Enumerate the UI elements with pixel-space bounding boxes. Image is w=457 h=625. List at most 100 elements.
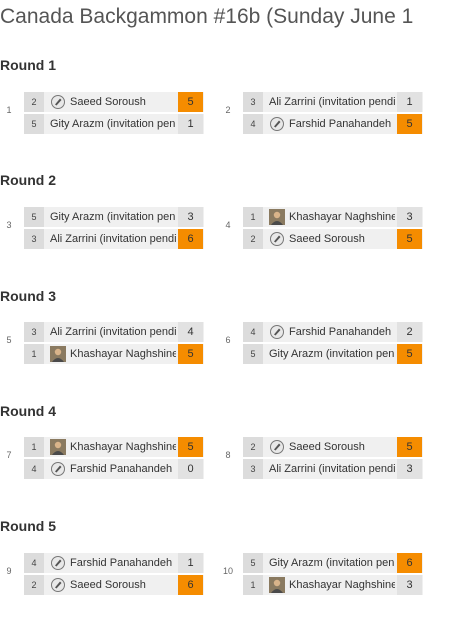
winner-score: 5: [397, 344, 422, 364]
backgammon-icon: [50, 461, 66, 477]
player-seed: 2: [24, 575, 44, 595]
backgammon-icon: [50, 577, 66, 593]
player-seed: 4: [24, 553, 44, 573]
player-name[interactable]: Farshid Panahandeh: [289, 326, 392, 338]
round-title: Round 5: [0, 518, 56, 534]
match-number: 3: [6, 220, 12, 230]
match-number: 2: [225, 105, 231, 115]
player-name[interactable]: Gity Arazm (invitation pen: [50, 211, 176, 223]
player-name[interactable]: Farshid Panahandeh: [289, 118, 392, 130]
player-name[interactable]: Gity Arazm (invitation pen: [269, 348, 395, 360]
player-name[interactable]: Ali Zarrini (invitation pendi: [50, 233, 176, 245]
backgammon-icon: [269, 324, 285, 340]
winner-score: 5: [178, 344, 203, 364]
player-name[interactable]: Gity Arazm (invitation pen: [50, 118, 176, 130]
winner-score: 5: [397, 437, 422, 457]
player-row[interactable]: 2 Saeed Soroush 5: [24, 92, 204, 112]
backgammon-icon: [269, 439, 285, 455]
user-photo-avatar: [269, 209, 285, 225]
winner-score: 5: [397, 229, 422, 249]
round-title: Round 4: [0, 403, 56, 419]
player-seed: 3: [24, 322, 44, 342]
player-seed: 3: [24, 229, 44, 249]
winner-score: 6: [178, 575, 203, 595]
player-seed: 1: [243, 207, 263, 227]
player-name[interactable]: Khashayar Naghshine: [289, 579, 395, 591]
player-name[interactable]: Saeed Soroush: [70, 579, 146, 591]
player-name[interactable]: Ali Zarrini (invitation pendi: [50, 326, 176, 338]
user-photo-avatar: [269, 577, 285, 593]
winner-score: 5: [178, 92, 203, 112]
backgammon-icon: [50, 555, 66, 571]
player-name[interactable]: Farshid Panahandeh: [70, 557, 173, 569]
winner-score: 5: [178, 437, 203, 457]
player-score: 1: [178, 553, 203, 573]
player-seed: 2: [243, 437, 263, 457]
match-number: 1: [6, 105, 12, 115]
player-name[interactable]: Khashayar Naghshine: [70, 441, 176, 453]
player-seed: 2: [24, 92, 44, 112]
player-row[interactable]: 4 Farshid Panahandeh 0: [24, 459, 204, 479]
player-row[interactable]: 4 Farshid Panahandeh 1: [24, 553, 204, 573]
player-seed: 4: [243, 322, 263, 342]
match-9[interactable]: 9 4 Farshid Panahandeh 1 2 Saeed Soroush 6: [0, 552, 204, 596]
match-number: 6: [225, 335, 231, 345]
player-name[interactable]: Saeed Soroush: [70, 96, 146, 108]
player-seed: 5: [243, 344, 263, 364]
player-seed: 5: [243, 553, 263, 573]
player-score: 3: [178, 207, 203, 227]
player-name[interactable]: Ali Zarrini (invitation pendi: [269, 96, 395, 108]
player-name[interactable]: Gity Arazm (invitation pen: [269, 557, 395, 569]
match-number: 10: [222, 566, 233, 576]
user-photo-avatar: [50, 439, 66, 455]
player-score: 3: [397, 207, 422, 227]
player-seed: 5: [24, 114, 44, 134]
backgammon-icon: [50, 94, 66, 110]
player-score: 3: [397, 459, 422, 479]
player-name[interactable]: Khashayar Naghshine: [70, 348, 176, 360]
player-seed: 1: [24, 344, 44, 364]
player-seed: 3: [243, 459, 263, 479]
player-name[interactable]: Farshid Panahandeh: [70, 463, 173, 475]
match-number: 7: [6, 450, 12, 460]
player-name[interactable]: Ali Zarrini (invitation pendi: [269, 463, 395, 475]
match-number: 9: [6, 566, 12, 576]
player-seed: 4: [24, 459, 44, 479]
player-name[interactable]: Saeed Soroush: [289, 441, 365, 453]
player-seed: 4: [243, 114, 263, 134]
player-name[interactable]: Khashayar Naghshine: [289, 211, 395, 223]
player-seed: 1: [243, 575, 263, 595]
player-row[interactable]: 2 Saeed Soroush 5: [243, 437, 423, 457]
player-score: 0: [178, 459, 203, 479]
round-title: Round 3: [0, 288, 56, 304]
player-score: 3: [397, 575, 422, 595]
user-photo-avatar: [50, 346, 66, 362]
player-row[interactable]: 2 Saeed Soroush 6: [24, 575, 204, 595]
player-name[interactable]: Saeed Soroush: [289, 233, 365, 245]
player-score: 4: [178, 322, 203, 342]
